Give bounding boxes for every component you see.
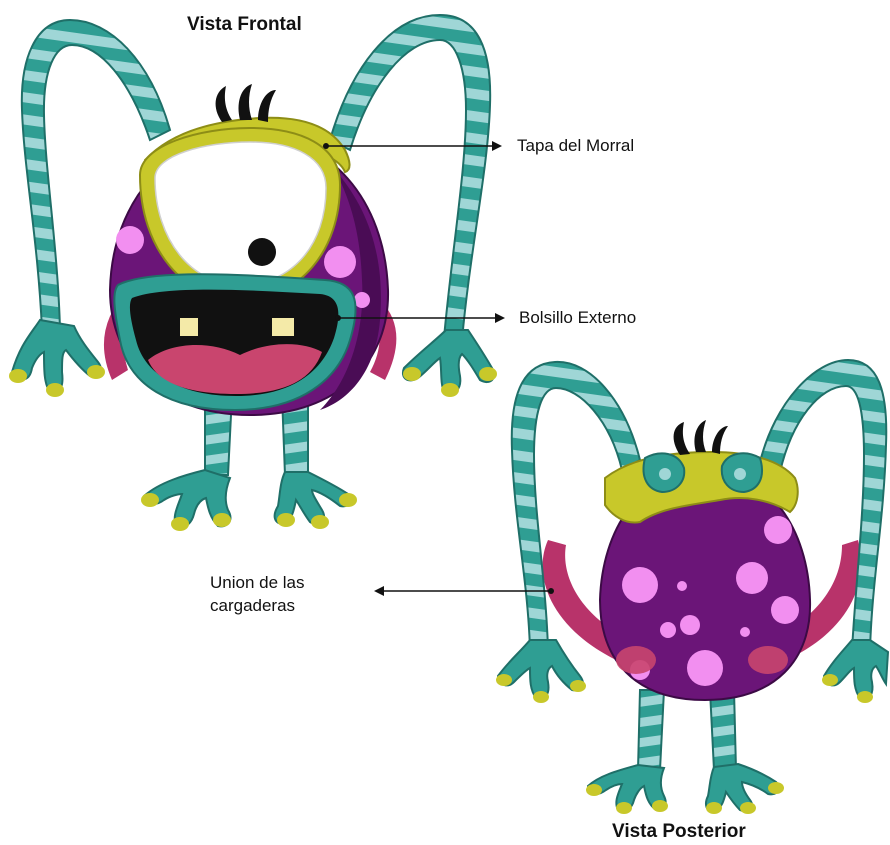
callout-straps-label-line1: Union de las xyxy=(210,573,305,592)
front-tooth-right xyxy=(272,318,294,336)
back-view-title: Vista Posterior xyxy=(612,821,746,842)
front-antenna-mid xyxy=(239,84,253,120)
back-antenna-right xyxy=(712,426,728,454)
back-strap-join-right xyxy=(748,646,788,674)
callout-pocket-label: Bolsillo Externo xyxy=(519,308,636,327)
front-view-title: Vista Frontal xyxy=(187,14,302,35)
front-hand-left xyxy=(12,320,101,392)
callout-straps: Union de las cargaderas xyxy=(210,573,554,615)
back-antenna-mid xyxy=(694,420,706,452)
front-view xyxy=(9,15,497,531)
back-hand-right xyxy=(824,640,888,698)
back-leg-right xyxy=(710,690,736,770)
back-strap-join-left xyxy=(616,646,656,674)
front-tooth-left xyxy=(180,318,198,336)
callout-straps-label-line2: cargaderas xyxy=(210,596,295,615)
back-antenna-left xyxy=(674,422,690,455)
back-view xyxy=(496,360,888,814)
back-hand-left xyxy=(498,640,583,698)
back-leg-left xyxy=(638,690,664,770)
callout-lid-label: Tapa del Morral xyxy=(517,136,634,155)
front-pupil xyxy=(248,238,276,266)
front-antenna-left xyxy=(216,86,232,122)
